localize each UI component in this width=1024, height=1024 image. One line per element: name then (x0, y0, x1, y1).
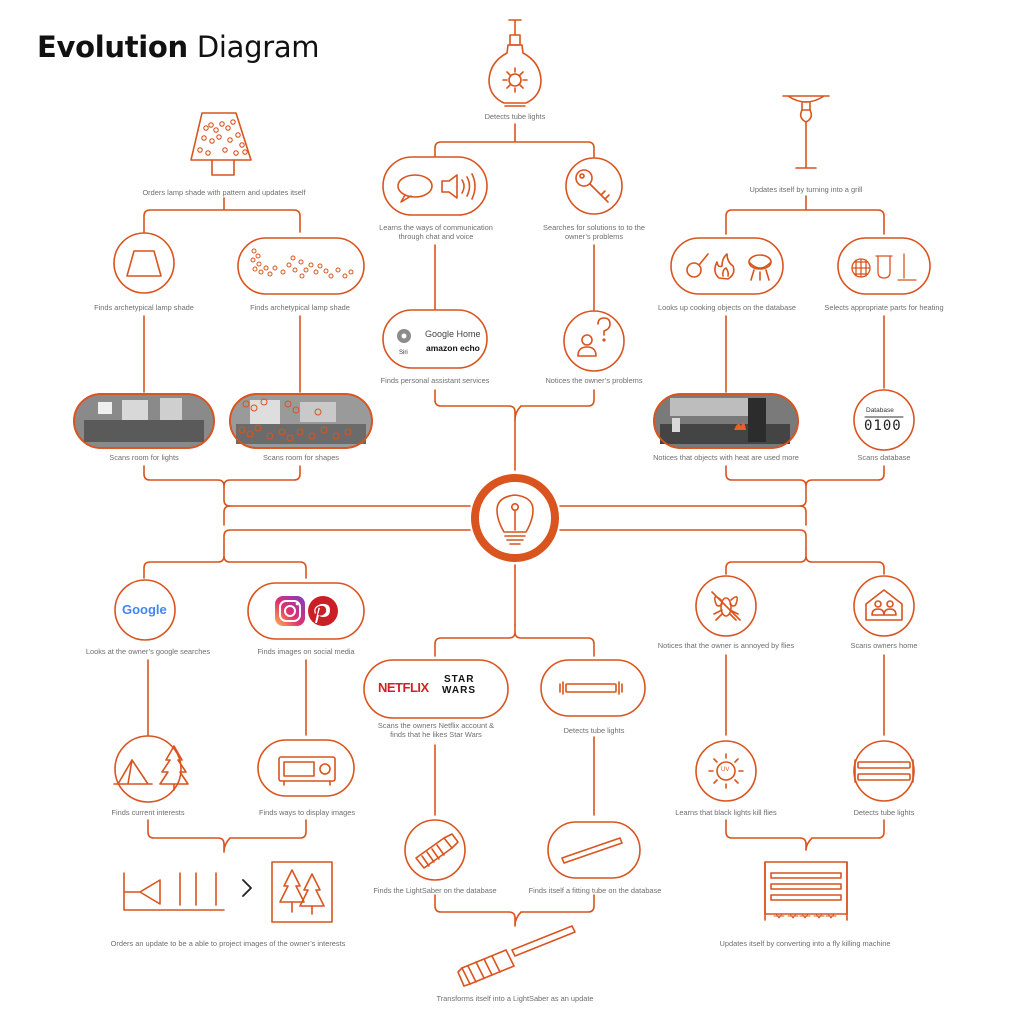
label-project-update: Orders an update to be a able to project… (110, 939, 346, 948)
label-annoyed-by-flies: Notices that the owner is annoyed by fli… (657, 641, 795, 650)
kitchen-photo-detail (660, 398, 790, 444)
fly-icon (711, 591, 741, 621)
node-frame (565, 157, 623, 215)
home-people-icon (865, 589, 903, 621)
cooking-objects-icon (686, 253, 772, 281)
projector-forest-icon (123, 861, 333, 923)
google-logo: Google (122, 602, 167, 617)
database-title: Database (866, 407, 894, 414)
amazon-echo-logo: amazon echo (426, 343, 480, 353)
label-cooking-objects: Looks up cooking objects on the database (657, 303, 797, 312)
room-photo-border (73, 393, 215, 449)
fly-killer-icon (764, 861, 848, 921)
page-title: Evolution Diagram (37, 30, 320, 64)
node-frame (563, 310, 625, 372)
star-wars-logo-top: STAR (444, 674, 475, 685)
tube-lights-icon (854, 759, 914, 783)
room-photo-detail (84, 398, 204, 442)
label-scans-room-lights: Scans room for lights (109, 453, 179, 462)
node-frame (695, 740, 757, 802)
room-shapes-detail (236, 398, 366, 444)
label-lightsaber-database: Finds the LightSaber on the database (373, 886, 497, 895)
center-hub (471, 474, 559, 562)
google-home-logo: Google Home (425, 329, 481, 339)
label-heat-objects: Notices that objects with heat are used … (653, 453, 799, 462)
label-social-media: Finds images on social media (257, 647, 355, 656)
node-frame (404, 819, 466, 881)
label-scans-database: Scans database (857, 453, 911, 462)
node-frame (114, 579, 176, 641)
star-wars-logo-bottom: WARS (442, 685, 476, 696)
projector-icon (278, 756, 336, 786)
label-personal-assistant: Finds personal assistant services (380, 376, 490, 385)
connector-lines (143, 123, 885, 927)
node-frame (540, 659, 646, 717)
node-frame (853, 389, 915, 451)
label-searches-solutions: Searches for solutions to to the owner’s… (543, 223, 645, 241)
kitchen-photo-border (653, 393, 799, 449)
label-display-images: Finds ways to display images (258, 808, 356, 817)
siri-logo: Siri (399, 350, 408, 356)
label-notices-problems: Notices the owner’s problems (545, 376, 643, 385)
title-light: Diagram (196, 30, 320, 64)
label-google-searches: Looks at the owner’s google searches (85, 647, 211, 656)
lamp-shade-icon (126, 250, 162, 277)
node-frame (670, 237, 784, 295)
instagram-pinterest-icon (275, 596, 338, 626)
node-frame (237, 237, 365, 295)
node-frame (853, 740, 915, 802)
room-shapes-border (229, 393, 373, 449)
label-orders-lamp-shade: Orders lamp shade with pattern and updat… (142, 188, 306, 197)
tent-tree-icon (113, 745, 189, 791)
node-frame (547, 821, 641, 879)
uv-text: UV (721, 767, 730, 773)
assistant-services-icon (397, 329, 411, 343)
label-netflix-starwars: Scans the owners Netflix account & finds… (377, 721, 495, 739)
label-detects-tube-lights-right: Detects tube lights (853, 808, 915, 817)
label-learns-communication: Learns the ways of communication through… (379, 223, 493, 241)
key-icon (575, 169, 610, 203)
lightbulb-icon (496, 494, 534, 545)
node-frame (113, 232, 175, 294)
label-lightsaber-update: Transforms itself into a LightSaber as a… (436, 994, 594, 1003)
uv-light-icon (708, 753, 744, 789)
person-question-icon (577, 317, 611, 357)
node-frame (257, 739, 355, 797)
label-heating-parts: Selects appropriate parts for heating (824, 303, 944, 312)
node-frame (382, 309, 488, 369)
title-bold: Evolution (37, 30, 188, 64)
netflix-logo: NETFLIX (378, 680, 429, 695)
label-detects-tube-lights-top: Detects tube lights (484, 112, 546, 121)
node-frame (363, 659, 509, 719)
label-grill-update: Updates itself by turning into a grill (749, 185, 863, 194)
label-scans-home: Scans owners home (850, 641, 918, 650)
label-scans-room-shapes: Scans room for shapes (263, 453, 339, 462)
lightsaber-hilt-icon (415, 833, 459, 869)
tube-light-icon (559, 681, 623, 695)
node-frame (247, 582, 365, 640)
pattern-dots-icon (250, 248, 354, 279)
label-current-interests: Finds current interests (111, 808, 185, 817)
lightsaber-icon (457, 925, 576, 987)
fitting-tube-icon (561, 837, 623, 864)
label-fitting-tube: Finds itself a fitting tube on the datab… (528, 886, 662, 895)
node-frame (114, 735, 182, 803)
label-archetypical-lamp-left: Finds archetypical lamp shade (94, 303, 194, 312)
chat-voice-icon (397, 173, 476, 203)
label-archetypical-lamp-right: Finds archetypical lamp shade (250, 303, 350, 312)
node-frame (853, 575, 915, 637)
label-detects-tube-lights-mid: Detects tube lights (563, 726, 625, 735)
patio-heater-icon (782, 95, 830, 169)
bulb-gear-icon (488, 19, 542, 107)
database-value: 0100 (864, 418, 902, 434)
label-fly-killing-machine: Updates itself by converting into a fly … (719, 939, 891, 948)
label-black-lights: Learns that black lights kill flies (675, 808, 777, 817)
patterned-lamp-icon (190, 112, 252, 176)
node-frame (382, 156, 488, 216)
heating-parts-icon (851, 253, 917, 281)
